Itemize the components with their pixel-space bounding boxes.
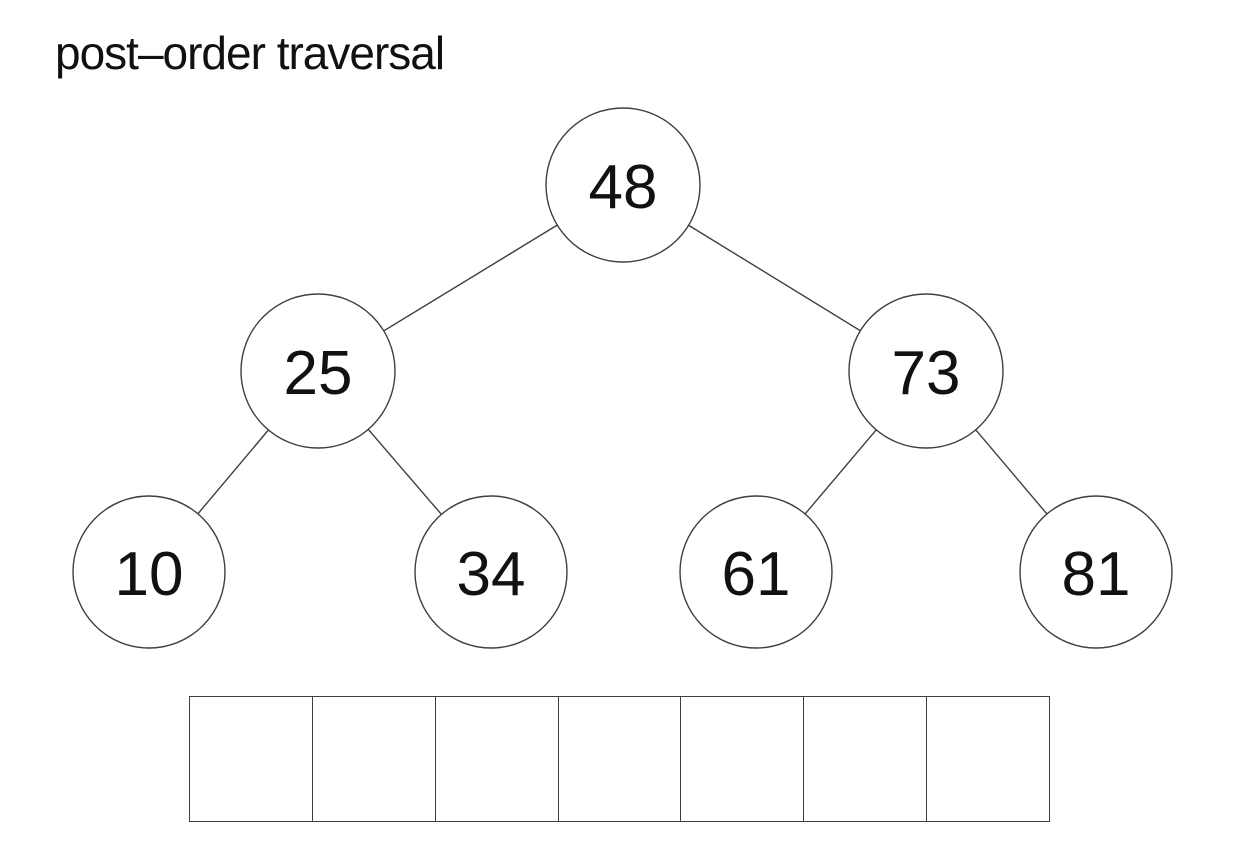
tree-node-circle — [414, 495, 568, 649]
array-cell-5 — [804, 697, 928, 821]
tree-node-circle — [545, 107, 701, 263]
array-cell-1 — [312, 697, 436, 821]
tree-node-circle — [72, 495, 226, 649]
binary-tree-diagram: 48 25 73 10 34 61 81 — [72, 107, 1173, 649]
tree-node-34: 34 — [414, 495, 568, 649]
tree-node-73: 73 — [848, 293, 1004, 449]
tree-node-61: 61 — [679, 495, 833, 649]
tree-node-value: 73 — [892, 339, 961, 408]
tree-node-circle — [1019, 495, 1173, 649]
tree-node-value: 61 — [722, 540, 791, 609]
tree-node-circle — [679, 495, 833, 649]
array-cell-3 — [558, 697, 682, 821]
tree-node-value: 25 — [284, 339, 353, 408]
tree-node-25: 25 — [240, 293, 396, 449]
tree-node-value: 81 — [1062, 540, 1131, 609]
array-cell-4 — [681, 697, 805, 821]
array-cell-2 — [435, 697, 559, 821]
tree-node-81: 81 — [1019, 495, 1173, 649]
traversal-array — [189, 696, 1050, 822]
array-cell-6 — [927, 697, 1050, 821]
diagram-title: post–order traversal — [55, 27, 445, 79]
tree-node-48: 48 — [545, 107, 701, 263]
array-cell-0 — [190, 697, 313, 821]
tree-node-value: 34 — [457, 540, 526, 609]
tree-node-circle — [240, 293, 396, 449]
tree-node-circle — [848, 293, 1004, 449]
tree-node-10: 10 — [72, 495, 226, 649]
tree-node-value: 48 — [589, 153, 658, 222]
tree-node-value: 10 — [115, 540, 184, 609]
